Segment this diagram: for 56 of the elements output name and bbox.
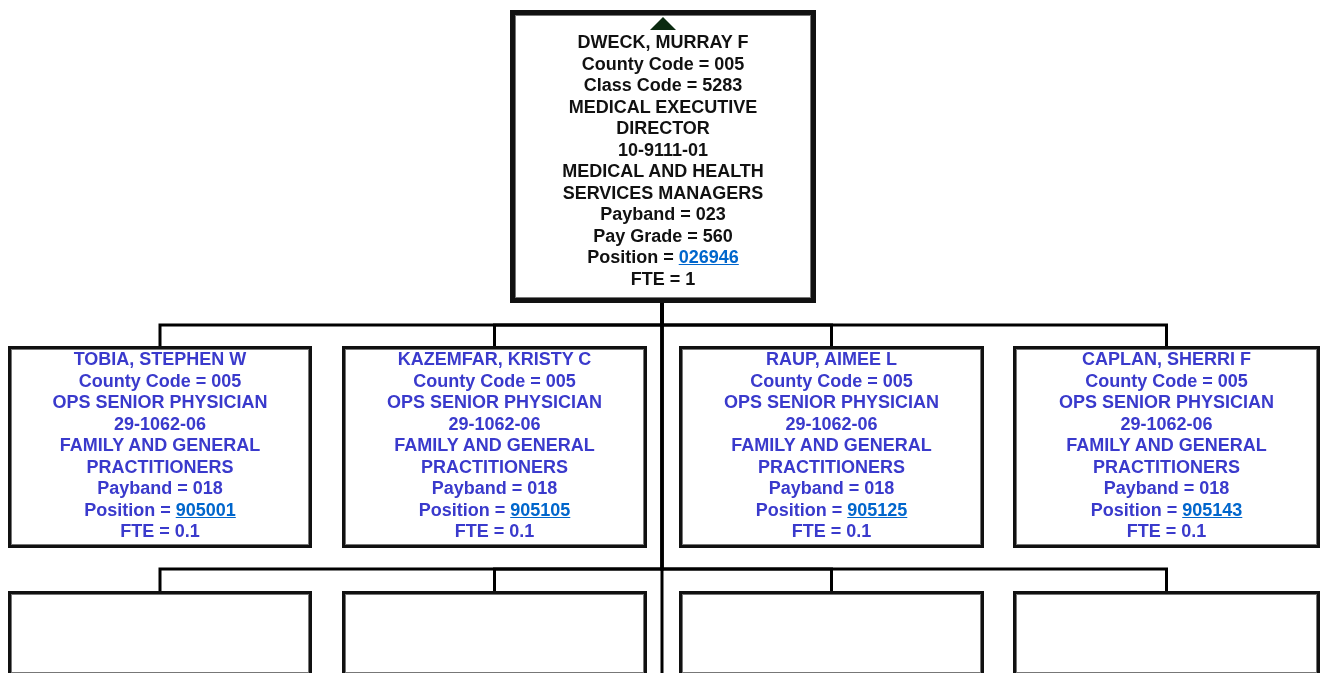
position-label: Position =	[84, 499, 172, 520]
employee-detail: Payband = 018	[431, 478, 558, 500]
employee-detail: FTE = 0.1	[791, 521, 872, 543]
empty-position-box	[679, 591, 984, 673]
employee-detail: FTE = 0.1	[1126, 521, 1207, 543]
employee-detail: FTE = 1	[630, 268, 696, 290]
employee-detail: Class Code = 5283	[583, 75, 743, 97]
employee-detail: FTE = 0.1	[120, 521, 200, 543]
position-box	[510, 10, 816, 303]
position-label: Position =	[1090, 499, 1179, 520]
employee-name: CAPLAN, SHERRI F	[1082, 349, 1251, 371]
employee-detail: OPS SENIOR PHYSICIAN	[723, 392, 939, 414]
employee-detail: MEDICAL EXECUTIVE DIRECTOR	[567, 96, 759, 140]
employee-detail: FAMILY AND GENERAL PRACTITIONERS	[1065, 435, 1268, 478]
employee-detail: FTE = 0.1	[454, 521, 535, 543]
employee-detail: FAMILY AND GENERAL PRACTITIONERS	[393, 435, 596, 478]
employee-detail: OPS SENIOR PHYSICIAN	[52, 392, 268, 414]
employee-name: DWECK, MURRAY F	[577, 32, 749, 54]
employee-detail: FAMILY AND GENERAL PRACTITIONERS	[730, 435, 933, 478]
employee-detail: OPS SENIOR PHYSICIAN	[1058, 392, 1274, 414]
position-label: Position =	[418, 499, 507, 520]
employee-detail: MEDICAL AND HEALTH SERVICES MANAGERS	[561, 161, 765, 204]
position-link: 905143	[1182, 499, 1243, 520]
employee-name: TOBIA, STEPHEN W	[73, 349, 247, 371]
position-box	[8, 346, 312, 548]
employee-detail: County Code = 005	[581, 53, 745, 75]
employee-name: KAZEMFAR, KRISTY C	[397, 349, 592, 371]
employee-detail: Payband = 018	[1103, 478, 1230, 500]
employee-detail: OPS SENIOR PHYSICIAN	[386, 392, 602, 414]
position-link: 905001	[175, 499, 236, 520]
position-box	[679, 346, 984, 548]
position-box	[342, 346, 647, 548]
position-link: 026946	[678, 247, 739, 267]
employee-detail: Payband = 018	[768, 478, 895, 500]
empty-position-box	[8, 591, 312, 673]
employee-detail: County Code = 005	[1085, 370, 1248, 392]
employee-detail: 29-1062-06	[448, 413, 541, 435]
employee-detail: 29-1062-06	[785, 413, 878, 435]
employee-detail: Payband = 023	[600, 204, 726, 226]
position-link: 905125	[847, 499, 908, 520]
employee-detail: 29-1062-06	[113, 413, 207, 435]
position-label: Position =	[755, 499, 844, 520]
employee-detail: County Code = 005	[78, 370, 242, 392]
employee-detail: County Code = 005	[750, 370, 913, 392]
employee-detail: 10-9111-01	[617, 139, 709, 161]
employee-detail: 29-1062-06	[1120, 413, 1213, 435]
employee-name: RAUP, AIMEE L	[766, 349, 897, 371]
position-link: 905105	[510, 499, 571, 520]
employee-detail: FAMILY AND GENERAL PRACTITIONERS	[58, 435, 262, 478]
empty-position-box	[1013, 591, 1320, 673]
empty-position-box	[342, 591, 647, 673]
employee-detail: Payband = 018	[97, 478, 223, 500]
employee-detail: County Code = 005	[413, 370, 576, 392]
position-box	[1013, 346, 1320, 548]
position-label: Position =	[587, 247, 675, 267]
employee-detail: Pay Grade = 560	[593, 225, 733, 247]
